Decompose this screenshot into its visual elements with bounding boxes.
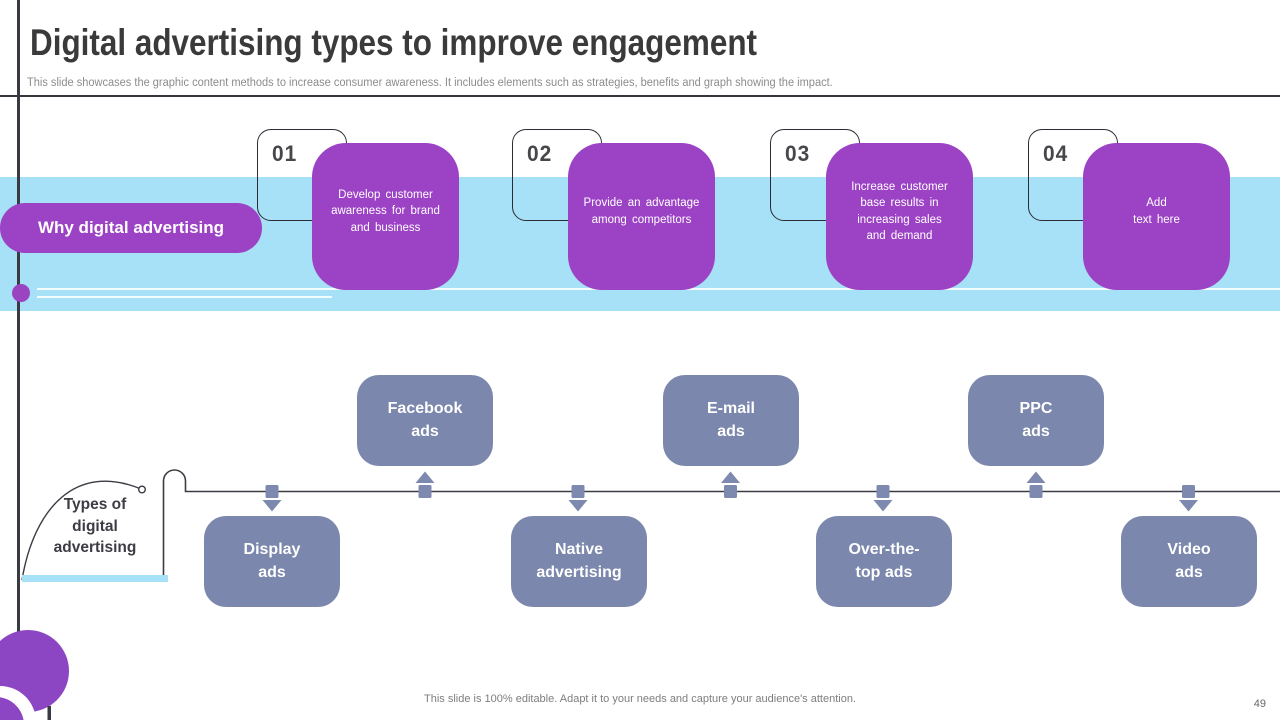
arrow-down-icon [873, 500, 893, 512]
page-title: Digital advertising types to improve eng… [30, 22, 758, 63]
type-box-native-advertising: Native advertising [511, 516, 647, 607]
type-box-display-ads: Display ads [204, 516, 340, 607]
why-card-03: Increase customer base results in increa… [826, 143, 973, 290]
type-box-email-ads: E-mail ads [663, 375, 799, 466]
step-number: 04 [1043, 141, 1069, 166]
type-box-video-ads: Video ads [1121, 516, 1257, 607]
types-section-label: Types of digital advertising [53, 496, 137, 557]
types-arc-end-dot [137, 485, 146, 494]
header-divider [0, 95, 1280, 97]
timeline-marker [876, 485, 890, 498]
corner-decoration [0, 630, 69, 720]
types-label-underline [22, 575, 168, 582]
arrow-up-icon [415, 471, 435, 483]
page-number: 49 [1253, 698, 1266, 710]
timeline-axis [162, 469, 1280, 577]
timeline-marker [418, 485, 432, 498]
footer-note: This slide is 100% editable. Adapt it to… [424, 693, 856, 705]
timeline-marker [724, 485, 737, 498]
timeline-marker [1182, 485, 1195, 498]
band-decor-line [37, 296, 332, 298]
step-04-outline: 04 [1028, 129, 1118, 221]
decor-circle-small [0, 697, 24, 720]
step-number: 01 [272, 141, 298, 166]
types-arc [21, 480, 142, 581]
arrow-down-icon [1179, 500, 1198, 512]
timeline-marker [265, 485, 279, 498]
decor-line-stub [47, 706, 51, 720]
timeline-marker [571, 485, 585, 498]
arrow-up-icon [721, 471, 740, 483]
page-subtitle: This slide showcases the graphic content… [27, 77, 833, 89]
step-number: 03 [785, 141, 811, 166]
arrow-down-icon [262, 500, 282, 512]
why-card-04: Add text here [1083, 143, 1230, 290]
step-number: 02 [527, 141, 553, 166]
why-card-02: Provide an advantage among competitors [568, 143, 715, 290]
why-card-01: Develop customer awareness for brand and… [312, 143, 459, 290]
timeline-markers [262, 471, 1198, 512]
type-box-facebook-ads: Facebook ads [357, 375, 493, 466]
why-section-label: Why digital advertising [0, 203, 262, 253]
arrow-up-icon [1026, 471, 1046, 483]
timeline-marker [1029, 485, 1043, 498]
left-accent-line [17, 0, 20, 650]
arrow-down-icon [568, 500, 588, 512]
type-box-over-the-top-ads: Over-the- top ads [816, 516, 952, 607]
band-dot [12, 284, 30, 302]
type-box-ppc-ads: PPC ads [968, 375, 1104, 466]
